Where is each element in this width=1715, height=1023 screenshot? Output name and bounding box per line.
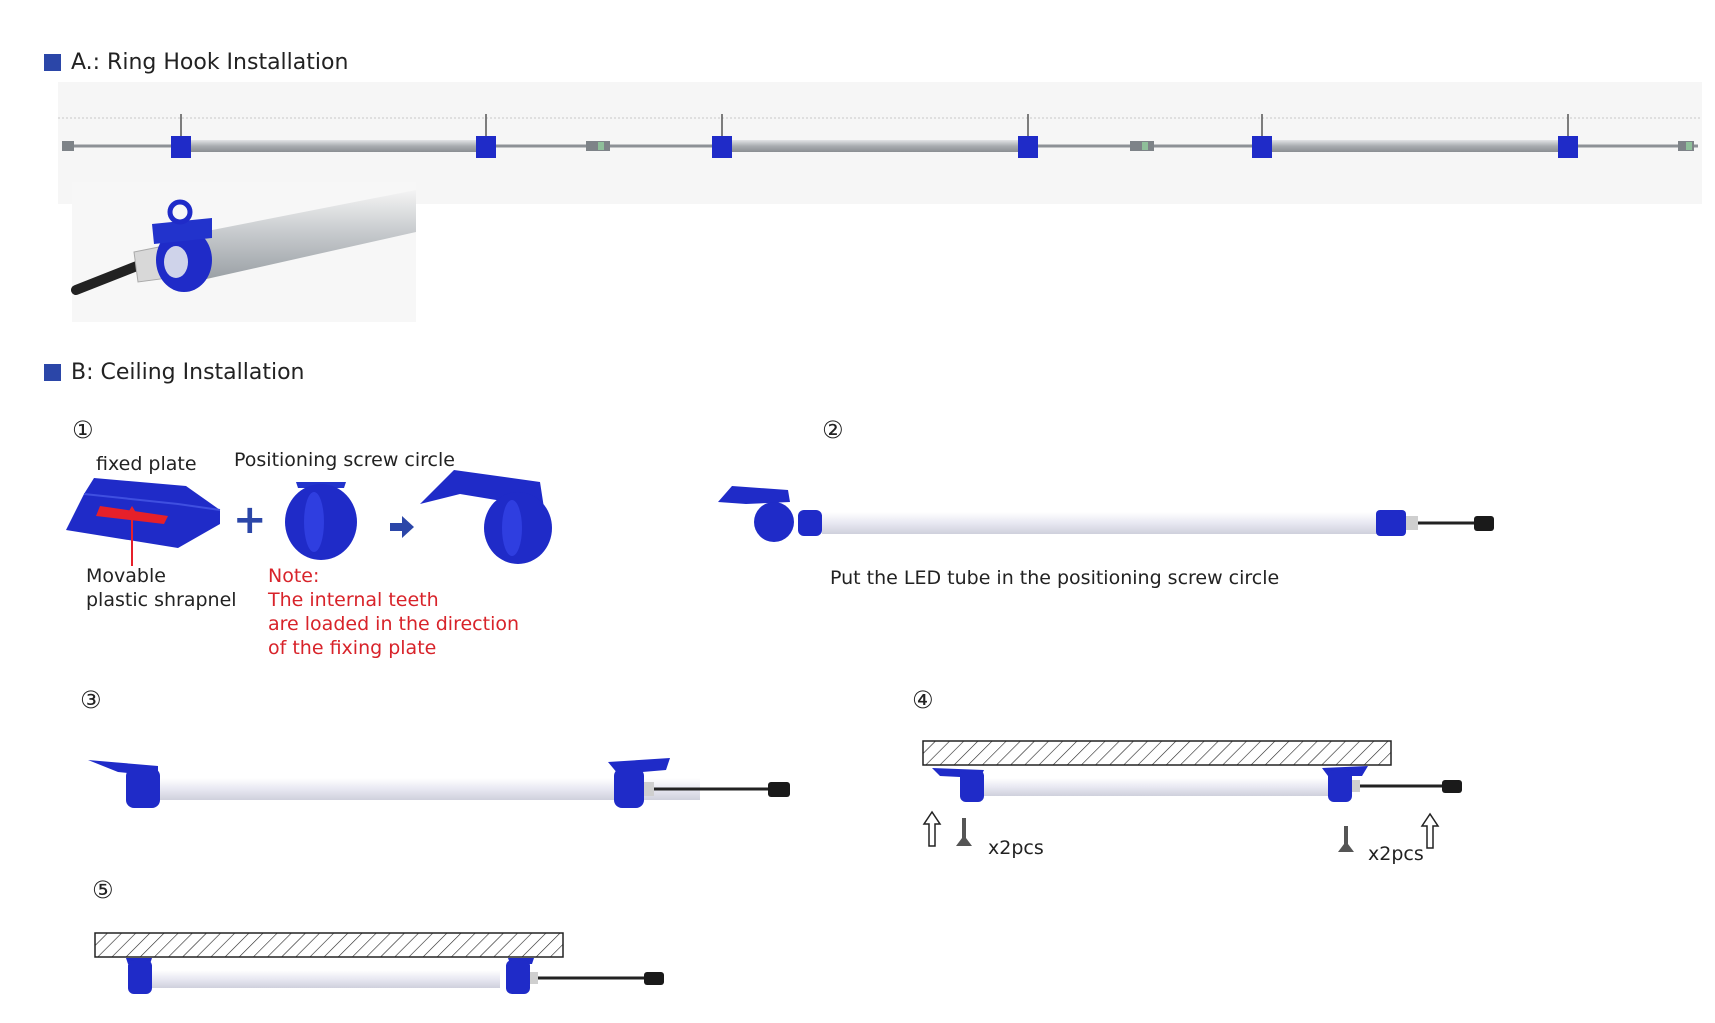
plus-sign: + — [233, 497, 267, 543]
movable-shrapnel-label-line1: Movable — [86, 565, 166, 587]
section-a-header: A.: Ring Hook Installation — [44, 50, 348, 75]
assembled-bracket-illustration — [420, 470, 552, 564]
step-2-tube-illustration — [718, 486, 1446, 542]
step-1-number: ① — [72, 416, 94, 444]
fixed-plate-illustration — [66, 478, 221, 566]
screws-left-count: x2pcs — [988, 837, 1044, 859]
section-b-title: B: Ceiling Installation — [71, 360, 305, 385]
step-3-tube-illustration — [88, 758, 790, 808]
step-5-number: ⑤ — [92, 876, 114, 904]
section-marker-icon — [44, 364, 61, 381]
movable-shrapnel-label-line2: plastic shrapnel — [86, 589, 237, 611]
step-4-ceiling-illustration — [922, 740, 1462, 852]
step-3-number: ③ — [80, 686, 102, 714]
ring-hook-closeup-illustration — [71, 182, 416, 322]
note-title: Note: — [268, 565, 320, 587]
step-4-number: ④ — [912, 686, 934, 714]
step-5-ceiling-illustration — [94, 932, 664, 994]
positioning-screw-circle-illustration — [285, 482, 357, 560]
screws-right-count: x2pcs — [1368, 843, 1424, 865]
step-2-number: ② — [822, 416, 844, 444]
arrow-right-icon — [390, 516, 414, 538]
section-a-title: A.: Ring Hook Installation — [71, 50, 349, 75]
step-2-caption: Put the LED tube in the positioning scre… — [830, 567, 1280, 589]
note-line-3: of the fixing plate — [268, 637, 437, 659]
note-line-2: are loaded in the direction — [268, 613, 520, 635]
note-line-1: The internal teeth — [268, 589, 439, 611]
positioning-screw-circle-label: Positioning screw circle — [234, 449, 455, 471]
fixed-plate-label: fixed plate — [96, 453, 197, 475]
section-marker-icon — [44, 54, 61, 71]
step-2-cable-illustration — [1418, 516, 1494, 531]
section-b-header: B: Ceiling Installation — [44, 360, 304, 385]
